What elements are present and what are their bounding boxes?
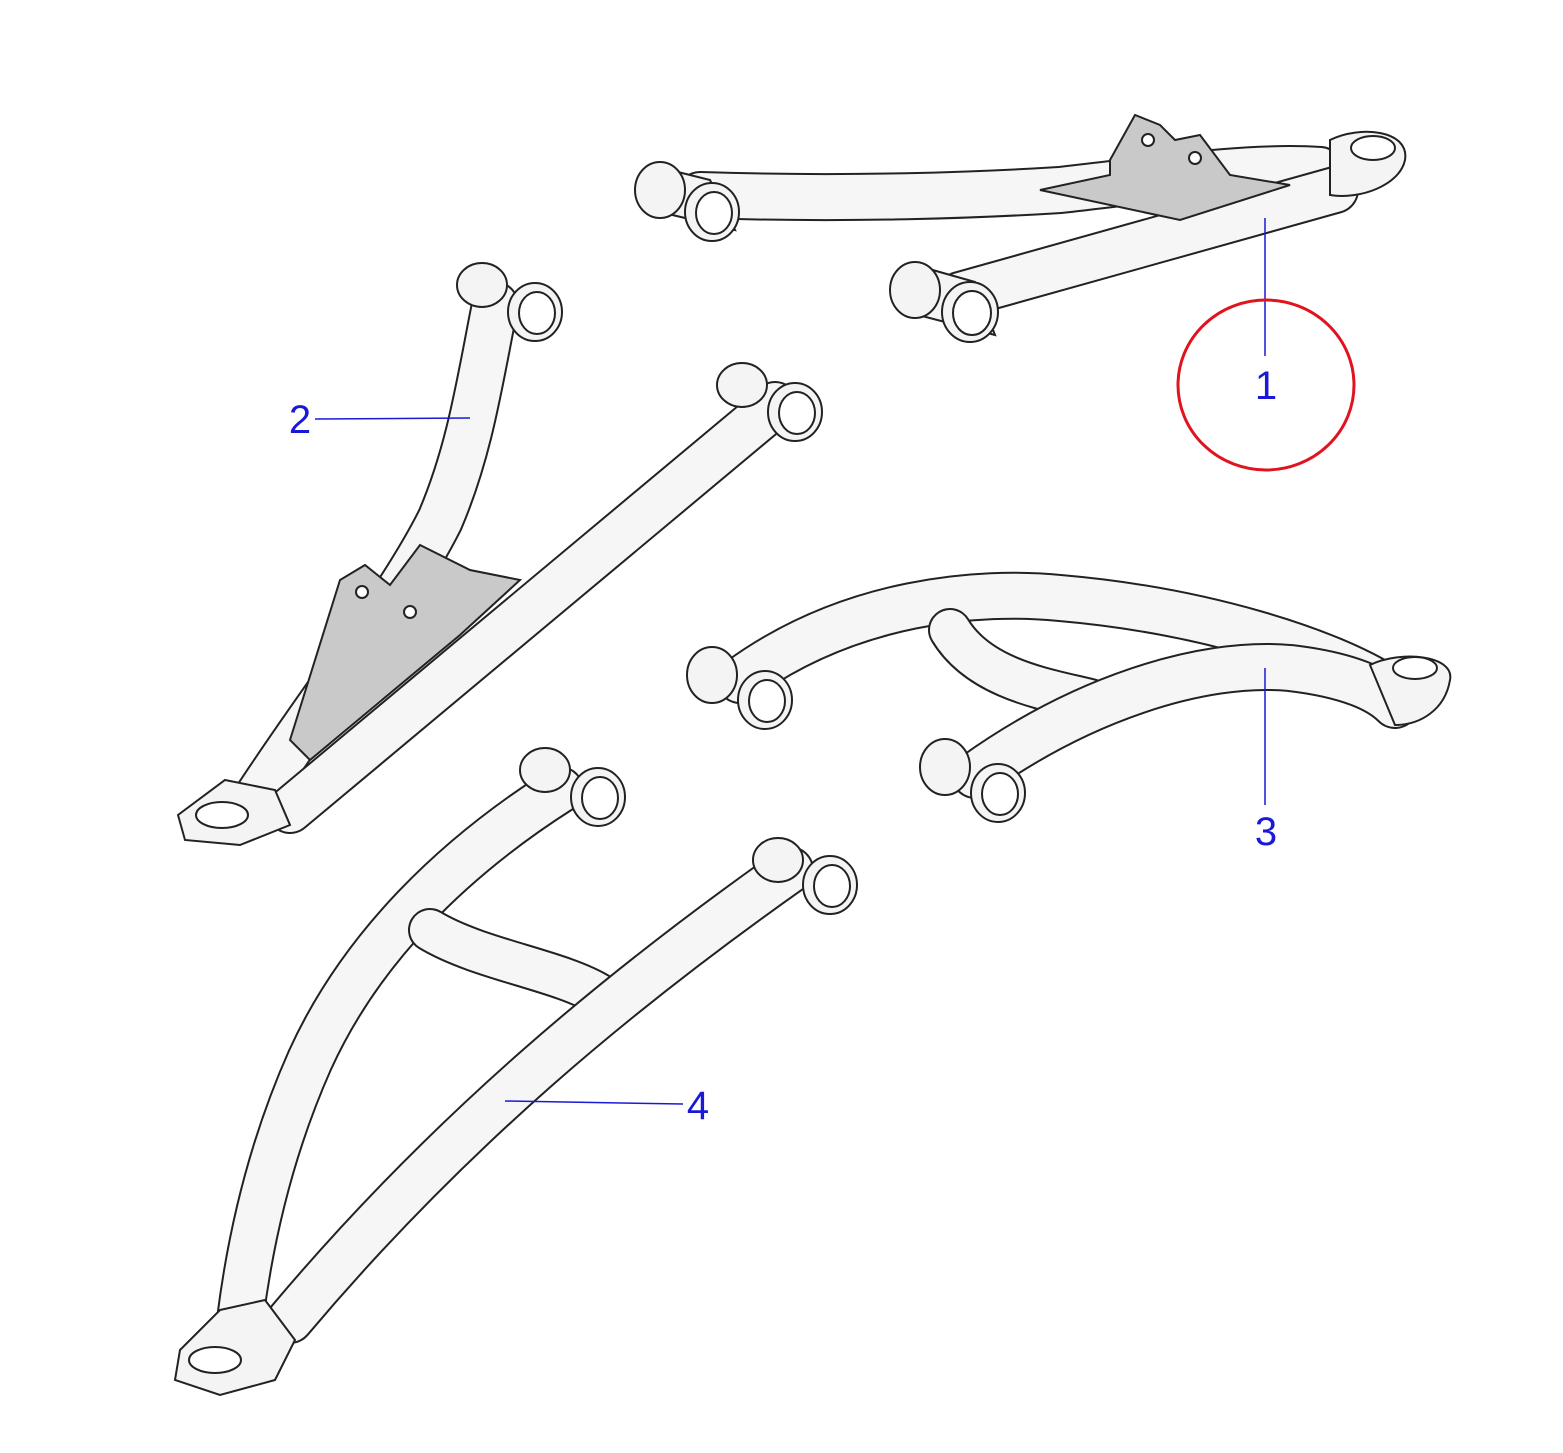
leader-line-2 xyxy=(314,417,471,420)
highlight-circle xyxy=(1176,298,1356,472)
part-4-arm xyxy=(173,747,858,1397)
callout-4: 4 xyxy=(686,1084,710,1128)
part-3-arm xyxy=(686,571,1452,823)
part-1-upper-arm xyxy=(634,113,1407,343)
part-1-bracket xyxy=(1039,113,1291,222)
leader-line-4 xyxy=(504,1100,684,1105)
callout-3: 3 xyxy=(1254,810,1278,854)
part-2-arm xyxy=(176,262,823,847)
callout-2: 2 xyxy=(288,398,312,442)
part-2-bracket xyxy=(288,543,523,762)
callout-1: 1 xyxy=(1254,364,1278,408)
